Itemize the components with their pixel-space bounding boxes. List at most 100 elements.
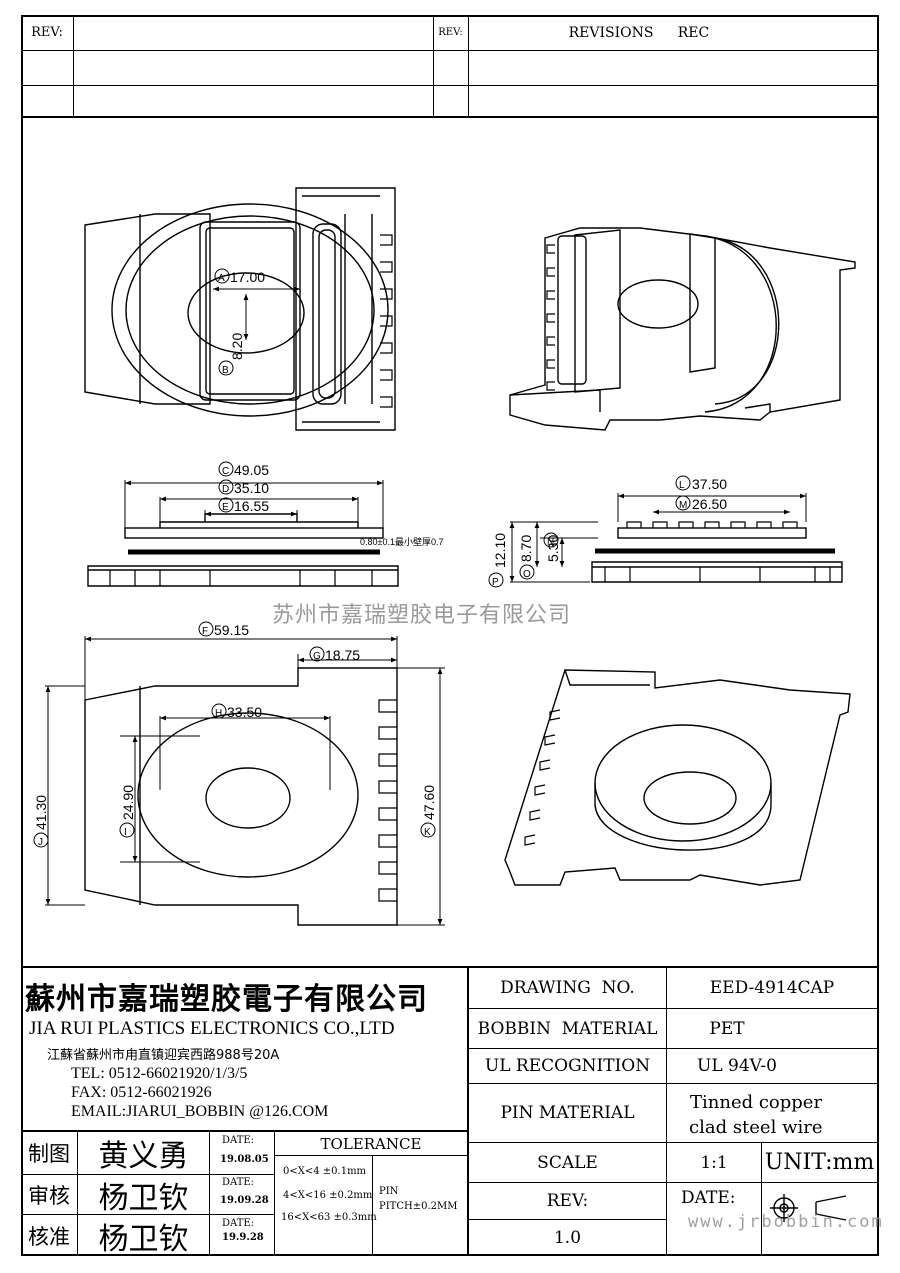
svg-text:12.10: 12.10 [492, 533, 508, 568]
pin-label: PIN [379, 1186, 399, 1197]
dim-label-i: I 24.90 [119, 785, 136, 838]
svg-text:59.15: 59.15 [214, 622, 249, 638]
svg-text:8.70: 8.70 [518, 535, 534, 562]
svg-text:M: M [679, 500, 687, 511]
svg-text:17.00: 17.00 [230, 269, 265, 285]
svg-text:J: J [38, 837, 43, 848]
bobbin-material-label: BOBBIN MATERIAL [477, 1018, 658, 1039]
svg-text:49.05: 49.05 [234, 462, 269, 478]
svg-text:P: P [492, 577, 499, 588]
title-block: 蘇州市嘉瑞塑胶電子有限公司 JIA RUI PLASTICS ELECTRONI… [21, 966, 879, 1257]
dim-label-m: M 26.50 [675, 495, 727, 512]
svg-text:E: E [222, 502, 229, 513]
approval-name-0: 黄义勇 [98, 1138, 189, 1174]
approval-date-label-2: DATE: [222, 1218, 255, 1229]
svg-text:H: H [215, 708, 222, 719]
svg-text:16.55: 16.55 [234, 498, 269, 514]
svg-text:41.30: 41.30 [33, 795, 49, 830]
tolerance-title: TOLERANCE [320, 1134, 422, 1153]
svg-text:D: D [222, 484, 229, 495]
bobbin-material-value: PET [709, 1018, 745, 1039]
company-address: 江蘇省蘇州市甪直镇迎宾西路988号20A [47, 1048, 280, 1063]
pin-material-label: PIN MATERIAL [500, 1103, 635, 1123]
company-watermark: 苏州市嘉瑞塑胶电子有限公司 [272, 603, 572, 628]
company-fax: FAX: 0512-66021926 [71, 1084, 212, 1101]
rev-value: 1.0 [553, 1228, 582, 1248]
dim-label-f: F 59.15 [198, 621, 249, 638]
company-name-en: JIA RUI PLASTICS ELECTRONICS CO.,LTD [29, 1018, 395, 1039]
dim-label-o: O 8.70 [518, 535, 535, 580]
tolerance-row-1: 4<X<16 ±0.2mm [283, 1190, 373, 1201]
dim-label-e: E 16.55 [218, 497, 269, 514]
svg-text:24.90: 24.90 [120, 785, 136, 820]
svg-text:C: C [222, 466, 229, 477]
isometric-view-top [509, 227, 856, 431]
company-email: EMAIL:JIARUI_BOBBIN @126.COM [71, 1103, 329, 1120]
rec-label: REC [677, 24, 710, 41]
side-view-right [509, 493, 843, 583]
dim-label-j: J 41.30 [33, 795, 49, 848]
rev-label: REV: [546, 1191, 589, 1211]
approval-date-0: 19.08.05 [220, 1154, 269, 1165]
revisions-label: REVISIONS [568, 24, 654, 41]
svg-text:N: N [547, 537, 554, 548]
company-name-cn: 蘇州市嘉瑞塑胶電子有限公司 [25, 982, 428, 1017]
svg-text:8.20: 8.20 [229, 333, 245, 360]
svg-text:F: F [202, 626, 208, 637]
approval-role-0: 制图 [28, 1141, 70, 1166]
website-watermark: www.jrbobbin.com [688, 1212, 884, 1232]
approval-name-2: 杨卫钦 [98, 1221, 189, 1257]
svg-text:B: B [222, 365, 229, 376]
approval-role-2: 核准 [28, 1224, 70, 1249]
pin-material-value-2: clad steel wire [689, 1117, 823, 1138]
side-view-left [87, 480, 399, 587]
dim-label-b: B 8.20 [218, 333, 245, 376]
dim-label-p: P 12.10 [488, 533, 508, 588]
dim-label-h: H 33.50 [211, 703, 262, 720]
technical-drawing: A 17.00 B 8.20 C 49.05 D 35.10 E 16.55 0… [33, 187, 856, 926]
svg-text:5.30: 5.30 [545, 535, 561, 562]
ul-recognition-label: UL RECOGNITION [484, 1056, 651, 1076]
scale-label: SCALE [537, 1152, 598, 1173]
drawing-no-value: EED-4914CAP [709, 978, 835, 998]
svg-text:37.50: 37.50 [692, 476, 727, 492]
svg-text:O: O [523, 569, 531, 580]
scale-value: 1:1 [700, 1152, 728, 1173]
svg-text:18.75: 18.75 [325, 647, 360, 663]
approval-date-2: 19.9.28 [222, 1232, 264, 1243]
svg-text:G: G [313, 651, 321, 662]
svg-text:47.60: 47.60 [421, 785, 437, 820]
svg-text:K: K [424, 827, 431, 838]
svg-text:35.10: 35.10 [234, 480, 269, 496]
dim-label-a: A 17.00 [214, 268, 265, 285]
isometric-view-bottom [504, 669, 851, 886]
revision-table: REV: REV: REVISIONS REC [21, 15, 879, 118]
company-tel: TEL: 0512-66021920/1/3/5 [71, 1065, 248, 1082]
dim-label-g: G 18.75 [309, 646, 360, 663]
projection-symbol-icon [770, 1194, 847, 1222]
bottom-view [45, 636, 445, 926]
dim-label-k: K 47.60 [420, 785, 437, 838]
rev-left-label: REV: [31, 25, 63, 40]
drawing-no-label: DRAWING NO. [500, 978, 635, 998]
drawing-frame [21, 15, 879, 1256]
svg-text:L: L [679, 480, 685, 491]
approval-name-1: 杨卫钦 [98, 1180, 189, 1216]
approval-role-1: 审核 [28, 1183, 70, 1208]
pin-material-value-1: Tinned copper [690, 1092, 823, 1113]
pin-pitch: PITCH±0.2MM [379, 1201, 458, 1212]
approval-date-label-0: DATE: [222, 1135, 255, 1146]
svg-text:33.50: 33.50 [227, 704, 262, 720]
dim-label-n: N 5.30 [543, 532, 561, 562]
dim-label-l: L 37.50 [675, 475, 727, 492]
wall-thickness-note: 0.80±0.1最小壁厚0.7 [360, 536, 443, 547]
top-view [84, 187, 396, 431]
svg-text:26.50: 26.50 [692, 496, 727, 512]
approval-date-label-1: DATE: [222, 1177, 255, 1188]
ul-recognition-value: UL 94V-0 [697, 1056, 777, 1076]
tolerance-row-0: 0<X<4 ±0.1mm [283, 1166, 367, 1177]
unit-label: UNIT:mm [764, 1150, 875, 1175]
rev-mid-label: REV: [438, 27, 463, 38]
svg-text:A: A [218, 273, 225, 284]
dim-label-d: D 35.10 [218, 479, 269, 496]
